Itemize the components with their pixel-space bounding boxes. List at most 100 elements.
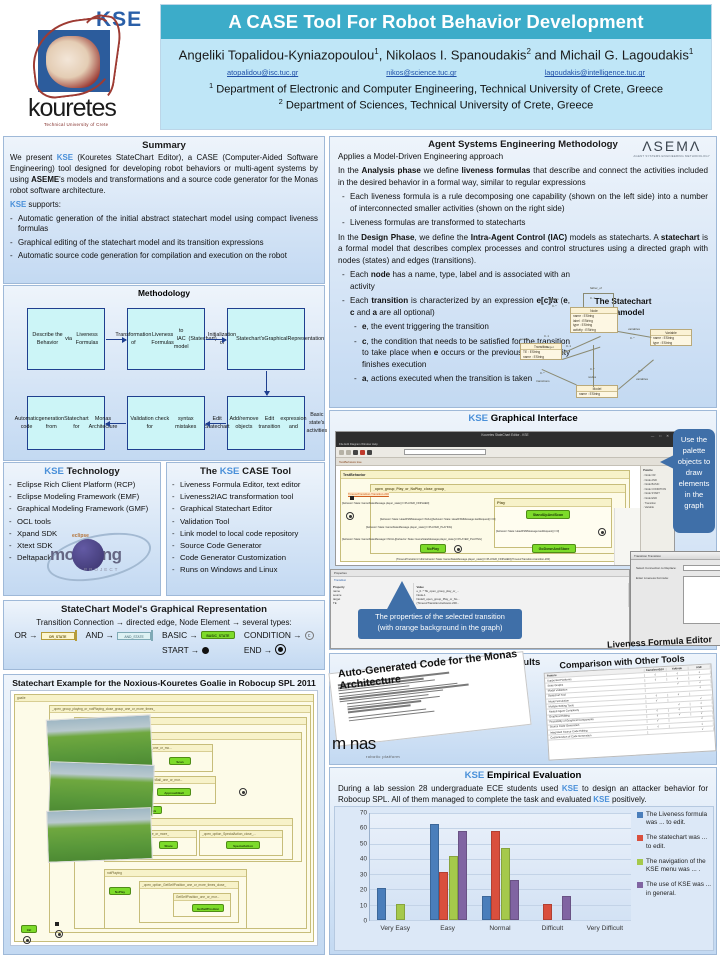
- chart-y-tick: 10: [359, 902, 367, 910]
- gui-title-rest: Graphical Interface: [488, 413, 578, 424]
- assoc-label: 0..1: [590, 296, 596, 300]
- diagram-node-godownandstare[interactable]: GoDownAndStare: [532, 544, 576, 553]
- aseme-line-4: Liveness formulas are transformed to sta…: [338, 217, 708, 229]
- cell-check: √: [689, 685, 712, 690]
- chart-bar: [510, 879, 520, 920]
- class-attr: type : EString: [653, 340, 673, 345]
- chart-bar: [429, 823, 439, 920]
- email-link-2[interactable]: nikos@science.tuc.gr: [386, 68, 457, 78]
- kouretes-wordmark: kouretes: [28, 94, 117, 122]
- assoc-line: [613, 293, 614, 307]
- cell-check: [667, 688, 690, 690]
- statechart-node-share: Share: [159, 841, 178, 849]
- list-item: Automatic generation of the initial abst…: [10, 214, 318, 236]
- aseme-l2b: Analysis phase: [361, 166, 421, 176]
- flow-arrow-2: [206, 336, 227, 343]
- statechart-metamodel-diagram: The Statechart Metamodel Node name : ESt…: [520, 285, 712, 407]
- flow-arrow-3: [263, 371, 270, 396]
- end-node-icon: [346, 512, 354, 520]
- aseme-l9c: , the condition that needs to be satisfi…: [362, 336, 570, 358]
- properties-col-value: Value e_0..* TE_open_group_play_or_... N…: [414, 583, 629, 607]
- email-link-1[interactable]: atopalidou@isc.tuc.gr: [227, 68, 299, 78]
- palette-item[interactable]: Node CONDITION: [643, 488, 672, 491]
- cell-check: √: [688, 675, 712, 680]
- menubar[interactable]: File Edit Diagram Window Help: [336, 441, 674, 447]
- eclipse-logo-bottom: PROJECT: [84, 567, 120, 572]
- font-select[interactable]: [404, 449, 486, 455]
- column-header: KameleonEdit: [644, 667, 667, 672]
- end-node-icon: [275, 644, 287, 655]
- generate-icon[interactable]: [367, 449, 372, 455]
- new-icon[interactable]: [339, 449, 344, 455]
- assoc-label: 0..*: [630, 336, 635, 340]
- class-attr: name : EString: [573, 314, 595, 319]
- palette-item[interactable]: Transition: [643, 502, 672, 505]
- legend-or: OR → OR_STATE: [14, 630, 77, 641]
- cell-check: √: [647, 719, 670, 724]
- class-attr: name : EString: [579, 392, 601, 397]
- cell-check: √: [646, 714, 670, 719]
- aseme-l9e: occurs or the previous state activity fi…: [362, 348, 570, 369]
- aseme-l5e: models as statecharts. A: [567, 232, 661, 242]
- summary-aseme-accent: ASEME: [31, 174, 60, 184]
- cell-check: √: [691, 711, 714, 716]
- connection-select[interactable]: [683, 565, 720, 571]
- table-row: target: [333, 597, 341, 601]
- diagram-node-standupandscan[interactable]: StandUpAndScan: [526, 510, 570, 519]
- print-icon[interactable]: [353, 449, 358, 455]
- save-icon[interactable]: [346, 449, 351, 455]
- aseme-header: Agent Systems Engineering Methodology ΛS…: [330, 137, 716, 158]
- case-tool-panel: The KSE CASE Tool Liveness Formula Edito…: [166, 462, 325, 596]
- palette-item[interactable]: Node OR: [643, 474, 672, 477]
- aseme-l2c: we define: [420, 166, 462, 176]
- legend-condition: CONDITION → c: [244, 630, 314, 640]
- callout-palette-tail: [660, 455, 674, 469]
- palette-item[interactable]: Variable: [643, 506, 672, 509]
- group-label: Play: [495, 499, 611, 507]
- transition-expression-6: {TimeoutTransition==&& behavior::State::…: [396, 558, 551, 561]
- cell-check: √: [691, 721, 714, 727]
- list-item: Eclipse Modeling Framework (EMF): [9, 491, 155, 503]
- diagram-node-noplay[interactable]: NoPlay: [420, 544, 446, 553]
- palette[interactable]: Palette Node OR Node AND Node BASIC Node…: [640, 466, 674, 565]
- window-controls[interactable]: — □ ✕: [650, 433, 671, 438]
- table-row: Node0_open_group_Play_or_No...: [416, 597, 460, 601]
- case-tool-title-a: The: [200, 466, 220, 477]
- flow-box-line: generation from: [38, 415, 65, 430]
- editor-tab[interactable]: TestBehavior.kse: [336, 458, 674, 466]
- diagram-canvas[interactable]: TestBehavior _open_group_Play_or_NoPlay_…: [336, 466, 674, 565]
- summary-p1c: 's models and transformations and a sour…: [10, 174, 318, 195]
- flow-box-line: Liveness Formulas: [75, 331, 99, 346]
- highlighted-transition-label[interactable]: TimeoutTransition-Transition-200: [348, 492, 389, 496]
- liveness-formula-textarea[interactable]: [683, 576, 720, 624]
- class-attr: activity : EString: [573, 328, 596, 333]
- chart-bar-group: [527, 813, 579, 920]
- and-state-tag: AND_STATE: [117, 632, 152, 640]
- palette-item[interactable]: Node END: [643, 497, 672, 500]
- aseme-l7f: e: [563, 296, 568, 306]
- toolbar[interactable]: [336, 447, 674, 458]
- palette-item[interactable]: Node AND: [643, 479, 672, 482]
- aseme-l5g: is a formal model that describes complex…: [338, 232, 709, 265]
- email-link-3[interactable]: lagoudakis@intelligence.tuc.gr: [544, 68, 645, 78]
- palette-item[interactable]: Node START: [643, 492, 672, 495]
- class-name: Node: [571, 308, 617, 314]
- statechart-example-canvas: goalie _open_group_playing_or_notPlaying…: [10, 690, 318, 946]
- kse-editor-screenshot[interactable]: Kouretes StateChart Editor - KSE — □ ✕ F…: [335, 431, 675, 566]
- chart-legend-swatch: [637, 882, 643, 889]
- evaluation-panel: KSE Empirical Evaluation During a lab se…: [329, 767, 717, 955]
- liveness-formula-editor-dialog[interactable]: Transition Transition ✕ Select Connectio…: [630, 551, 720, 646]
- group-label: notPlaying: [105, 870, 246, 877]
- group-label: Scan_one_or_mo...: [142, 745, 212, 752]
- title-card: A CASE Tool For Robot Behavior Developme…: [160, 4, 712, 130]
- validate-icon[interactable]: [360, 449, 365, 455]
- palette-item[interactable]: Node BASIC: [643, 483, 672, 486]
- chart-bar-group: [422, 813, 474, 920]
- end-node-icon: [598, 528, 606, 536]
- aseme-line-10: a, actions executed when the transition …: [338, 373, 570, 385]
- cell-check: √: [668, 707, 691, 712]
- gui-title: KSE Graphical Interface: [330, 411, 716, 426]
- aseme-l10c: , actions executed when the transition i…: [366, 374, 533, 384]
